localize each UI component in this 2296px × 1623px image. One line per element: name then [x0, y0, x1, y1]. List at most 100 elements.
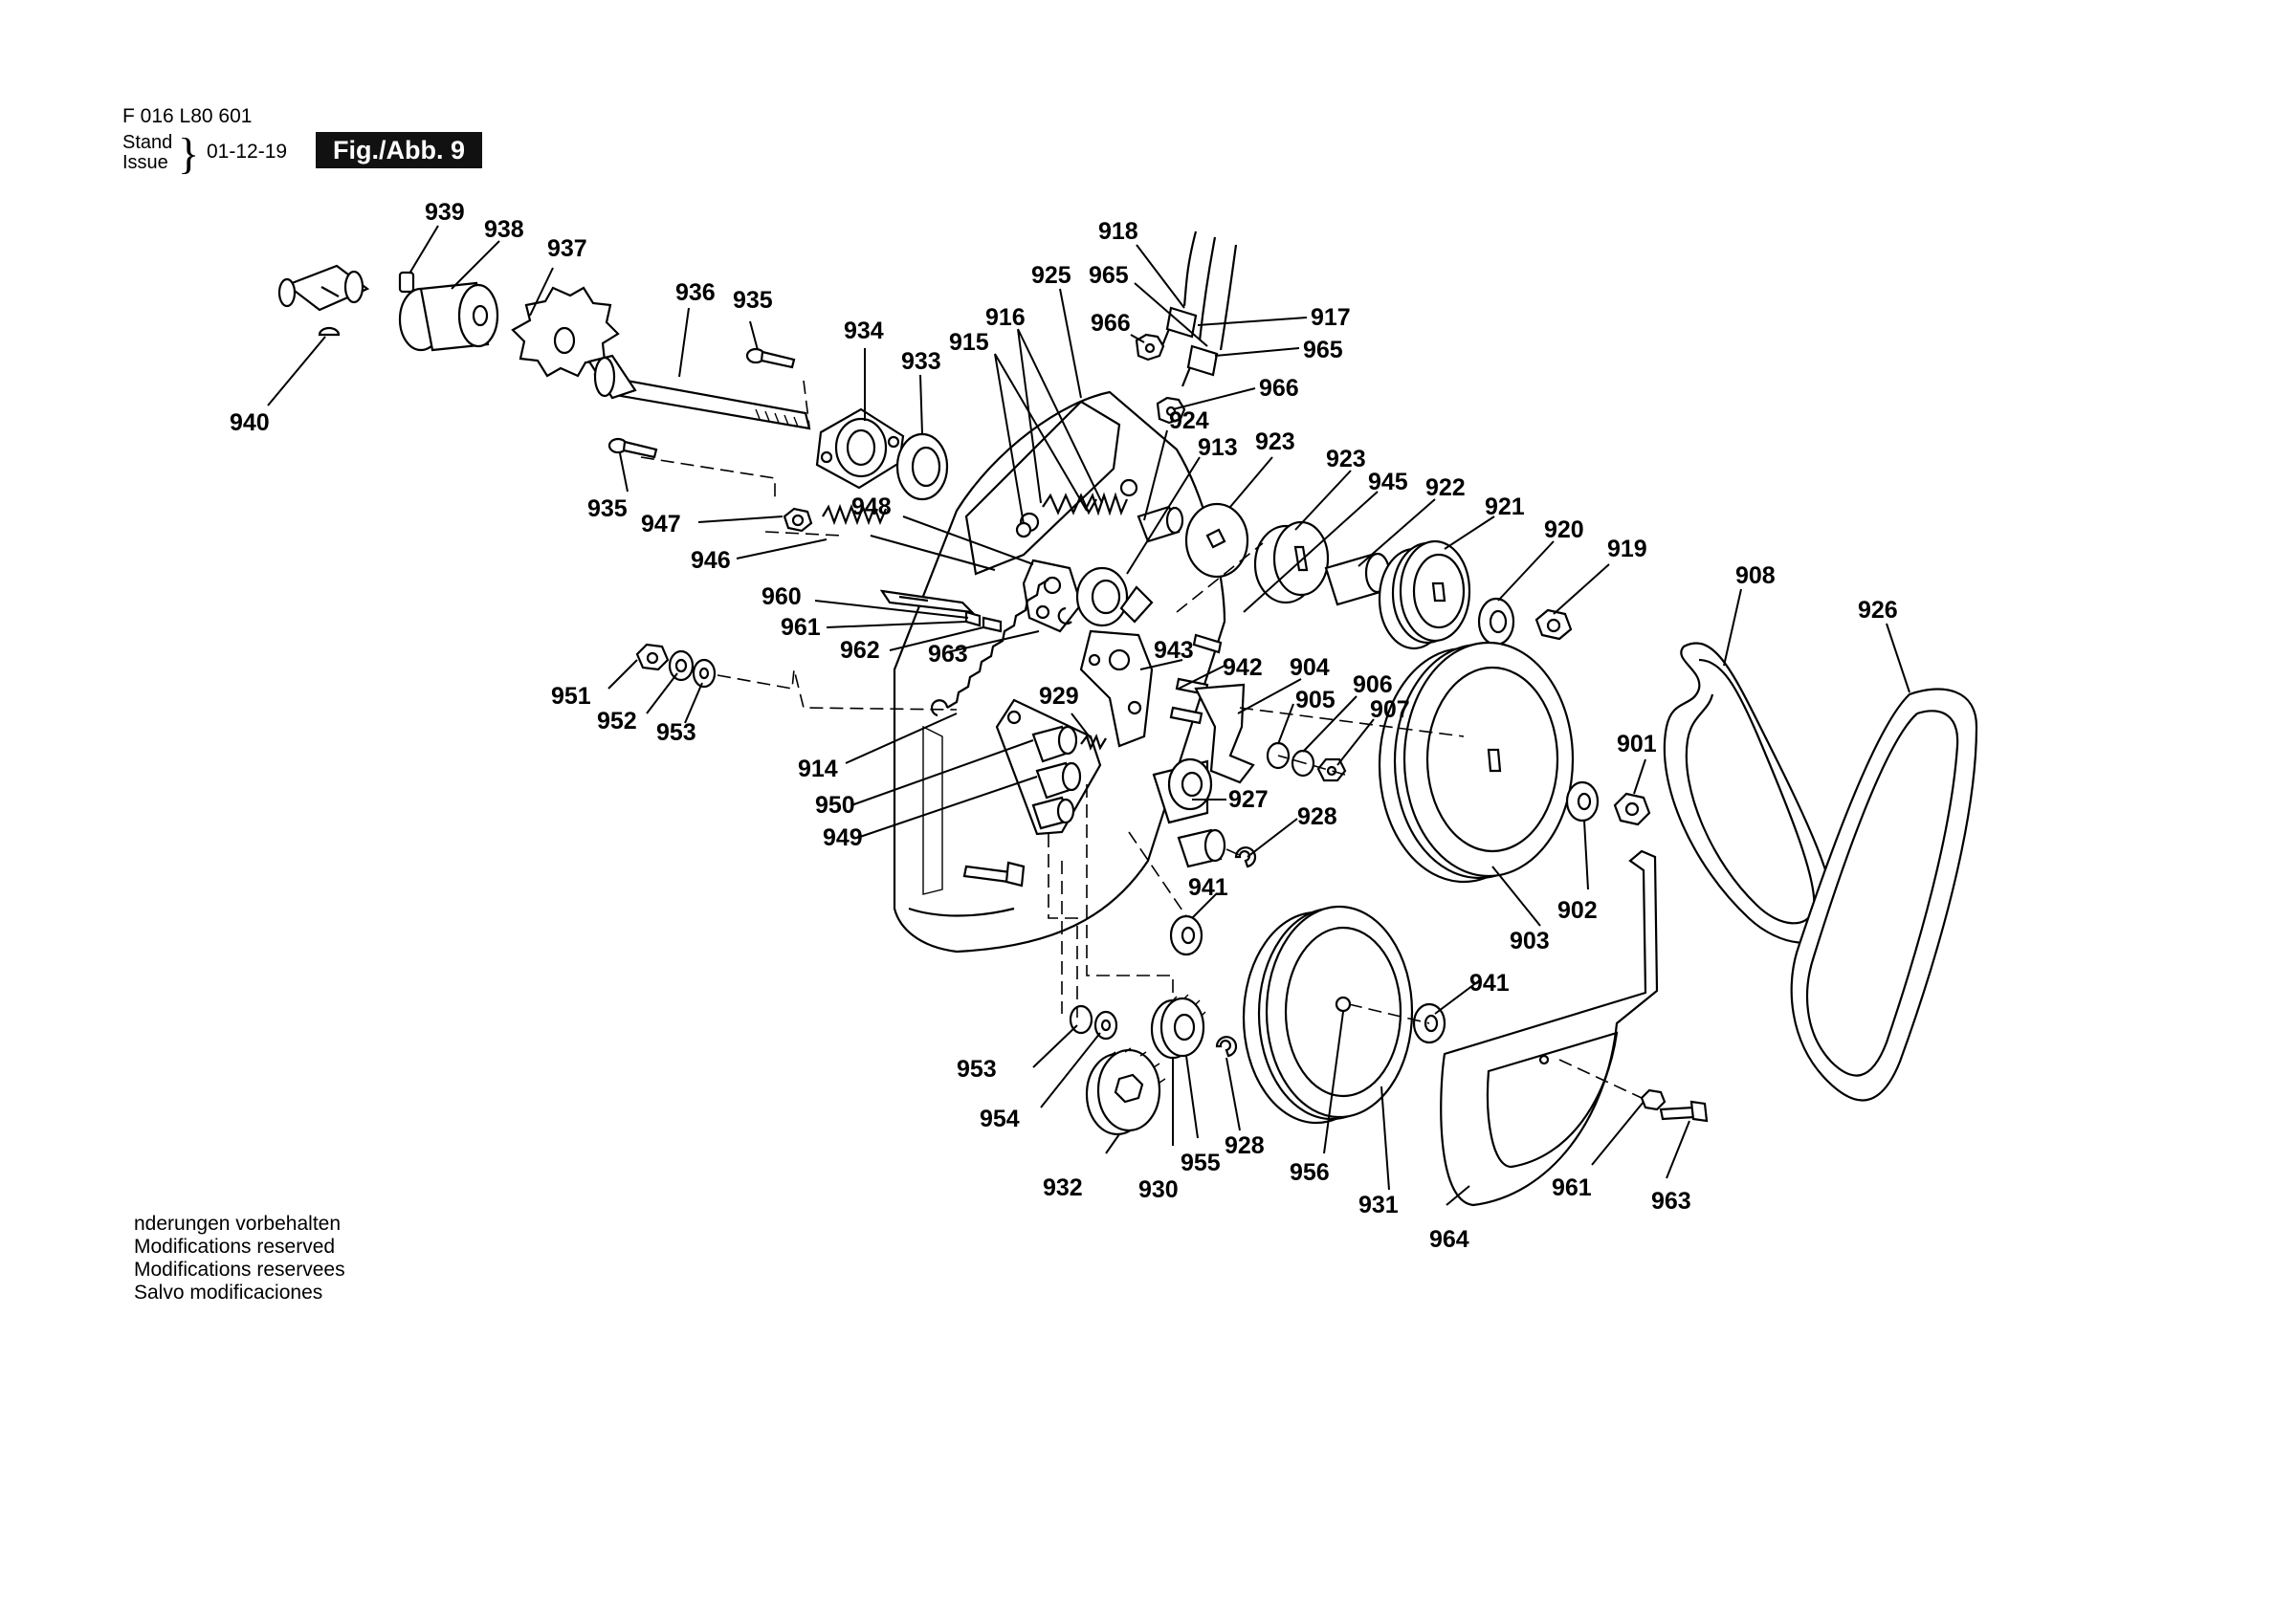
part-cable-plug-lower — [1181, 344, 1219, 387]
part-small-v-pulley — [1378, 539, 1471, 650]
callout-leader-lines — [267, 225, 1910, 1206]
part-clip-928-lower — [1215, 1036, 1238, 1058]
callout-923-right: 923 — [1326, 446, 1366, 472]
callout-935: 935 — [733, 287, 773, 314]
callout-924: 924 — [1169, 407, 1209, 434]
part-screw-lower — [607, 437, 658, 459]
callout-966: 966 — [1091, 310, 1131, 337]
part-washer-952 — [668, 649, 695, 682]
callout-954: 954 — [980, 1106, 1020, 1132]
callout-917: 917 — [1311, 304, 1351, 331]
part-cam-lever — [1022, 559, 1083, 633]
callout-948: 948 — [851, 493, 892, 520]
part-washer-961 — [1640, 1088, 1667, 1111]
brace-glyph: } — [178, 129, 200, 178]
callout-932: 932 — [1043, 1174, 1083, 1201]
notice-line-fr: Modifications reservees — [134, 1259, 345, 1281]
callout-926: 926 — [1858, 597, 1898, 624]
part-pulley-hub — [1253, 520, 1330, 604]
callout-931: 931 — [1358, 1192, 1399, 1218]
part-washer-921 — [1477, 597, 1515, 647]
assembly-guide-lines — [717, 542, 1643, 1099]
callout-941-lower: 941 — [1469, 970, 1510, 997]
callout-920: 920 — [1544, 516, 1584, 543]
part-screw-upper — [745, 347, 796, 369]
part-washer-954 — [1093, 1010, 1118, 1041]
callout-922: 922 — [1425, 474, 1466, 501]
callout-908: 908 — [1735, 562, 1776, 589]
part-belt-926 — [1790, 688, 1978, 1102]
part-bolt-963 — [1659, 1100, 1709, 1123]
part-spring-left — [1015, 493, 1097, 538]
notice-line-es: Salvo modificaciones — [134, 1282, 323, 1304]
part-tension-plate — [1194, 683, 1255, 784]
part-cable-plug-upper — [1159, 306, 1198, 349]
part-tension-idler — [1152, 757, 1213, 824]
part-roller-upper — [1031, 725, 1078, 763]
callout-914: 914 — [798, 756, 838, 782]
part-large-v-pulley — [1378, 641, 1575, 884]
part-nut-upper — [1135, 333, 1165, 362]
part-flange-bearing — [815, 407, 905, 490]
callout-956: 956 — [1290, 1159, 1330, 1186]
callout-901: 901 — [1617, 731, 1657, 757]
callout-961: 961 — [781, 614, 821, 641]
figure-badge: Fig./Abb. 9 — [316, 132, 482, 168]
callout-939: 939 — [425, 199, 465, 226]
callout-941: 941 — [1188, 874, 1228, 901]
callout-962: 962 — [840, 637, 880, 664]
part-lever-plate — [879, 589, 1003, 633]
callout-936: 936 — [675, 279, 716, 306]
stand-issue-label: Stand Issue — [122, 133, 172, 173]
callout-965: 965 — [1089, 262, 1129, 289]
part-bushing — [1137, 505, 1184, 543]
callout-919: 919 — [1607, 536, 1647, 562]
callout-940: 940 — [230, 409, 270, 436]
part-washer-953-upper — [692, 658, 717, 689]
callout-906: 906 — [1353, 671, 1393, 698]
part-drive-pulley — [1242, 905, 1414, 1125]
callout-949: 949 — [823, 824, 863, 851]
callout-913: 913 — [1198, 434, 1238, 461]
callout-907: 907 — [1370, 696, 1410, 723]
part-nut-901 — [1613, 792, 1651, 826]
callout-903: 903 — [1510, 928, 1550, 954]
part-main-shaft — [587, 354, 811, 430]
part-spring-right — [1086, 478, 1138, 516]
callout-934: 934 — [844, 318, 884, 344]
part-roller-middle — [1035, 761, 1082, 800]
part-compression-spring — [822, 503, 888, 526]
callout-966-right: 966 — [1259, 375, 1299, 402]
callout-925: 925 — [1031, 262, 1071, 289]
callout-963-lower: 963 — [1651, 1188, 1691, 1215]
part-spring-929 — [1080, 734, 1107, 751]
part-set-screw — [398, 271, 415, 294]
part-coupling-hub — [398, 281, 499, 352]
callout-950: 950 — [815, 792, 855, 819]
part-washer-941-upper — [1169, 914, 1203, 956]
part-bolt-949 — [962, 861, 1026, 888]
callout-905: 905 — [1295, 687, 1336, 713]
callout-937: 937 — [547, 235, 587, 262]
callout-918: 918 — [1098, 218, 1138, 245]
callout-960: 960 — [762, 583, 802, 610]
callout-945: 945 — [1368, 469, 1408, 495]
callout-916: 916 — [985, 304, 1026, 331]
callout-902: 902 — [1557, 897, 1598, 924]
callout-951: 951 — [551, 683, 591, 710]
issue-label: Issue — [122, 152, 168, 173]
callout-930: 930 — [1138, 1176, 1179, 1203]
part-idler-pulley — [1075, 566, 1154, 627]
callout-928-lower: 928 — [1225, 1132, 1265, 1159]
stand-label: Stand — [122, 132, 173, 153]
callout-947: 947 — [641, 511, 681, 537]
part-nut-947 — [783, 507, 813, 533]
callout-965-right: 965 — [1303, 337, 1343, 363]
callout-942: 942 — [1223, 654, 1263, 681]
part-hex-nut-919 — [1534, 608, 1573, 641]
callout-927: 927 — [1228, 786, 1269, 813]
modifications-notice: nderungen vorbehalten Modifications rese… — [134, 1213, 345, 1305]
document-number: F 016 L80 601 — [122, 105, 253, 127]
